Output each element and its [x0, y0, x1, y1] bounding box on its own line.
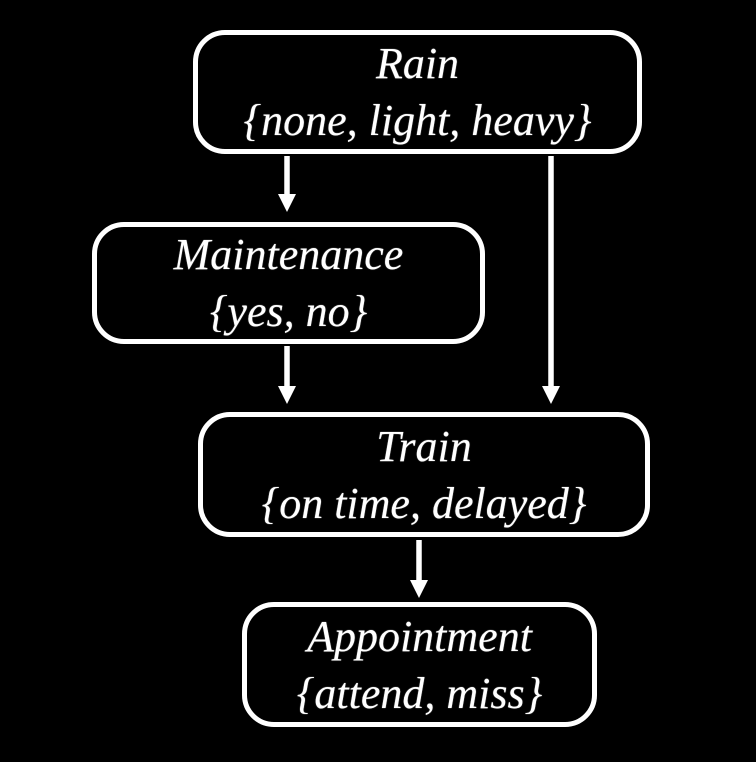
node-rain-label: Rain	[375, 39, 460, 88]
node-appointment: Appointment {attend, miss}	[242, 602, 597, 727]
node-maintenance-states: {yes, no}	[209, 287, 368, 336]
edge-rain-to-train	[542, 156, 560, 404]
node-train-states: {on time, delayed}	[261, 478, 587, 528]
node-train-label: Train	[376, 421, 472, 471]
node-maintenance-label: Maintenance	[173, 230, 404, 279]
edge-rain-to-maintenance	[278, 156, 296, 212]
node-appointment-label: Appointment	[307, 611, 532, 661]
edge-maintenance-to-train	[278, 346, 296, 404]
node-rain: Rain {none, light, heavy}	[193, 30, 642, 154]
node-rain-states: {none, light, heavy}	[243, 96, 592, 145]
edge-train-to-appointment	[410, 540, 428, 598]
node-maintenance: Maintenance {yes, no}	[92, 222, 485, 344]
node-appointment-states: {attend, miss}	[296, 668, 543, 718]
node-train: Train {on time, delayed}	[198, 412, 650, 537]
